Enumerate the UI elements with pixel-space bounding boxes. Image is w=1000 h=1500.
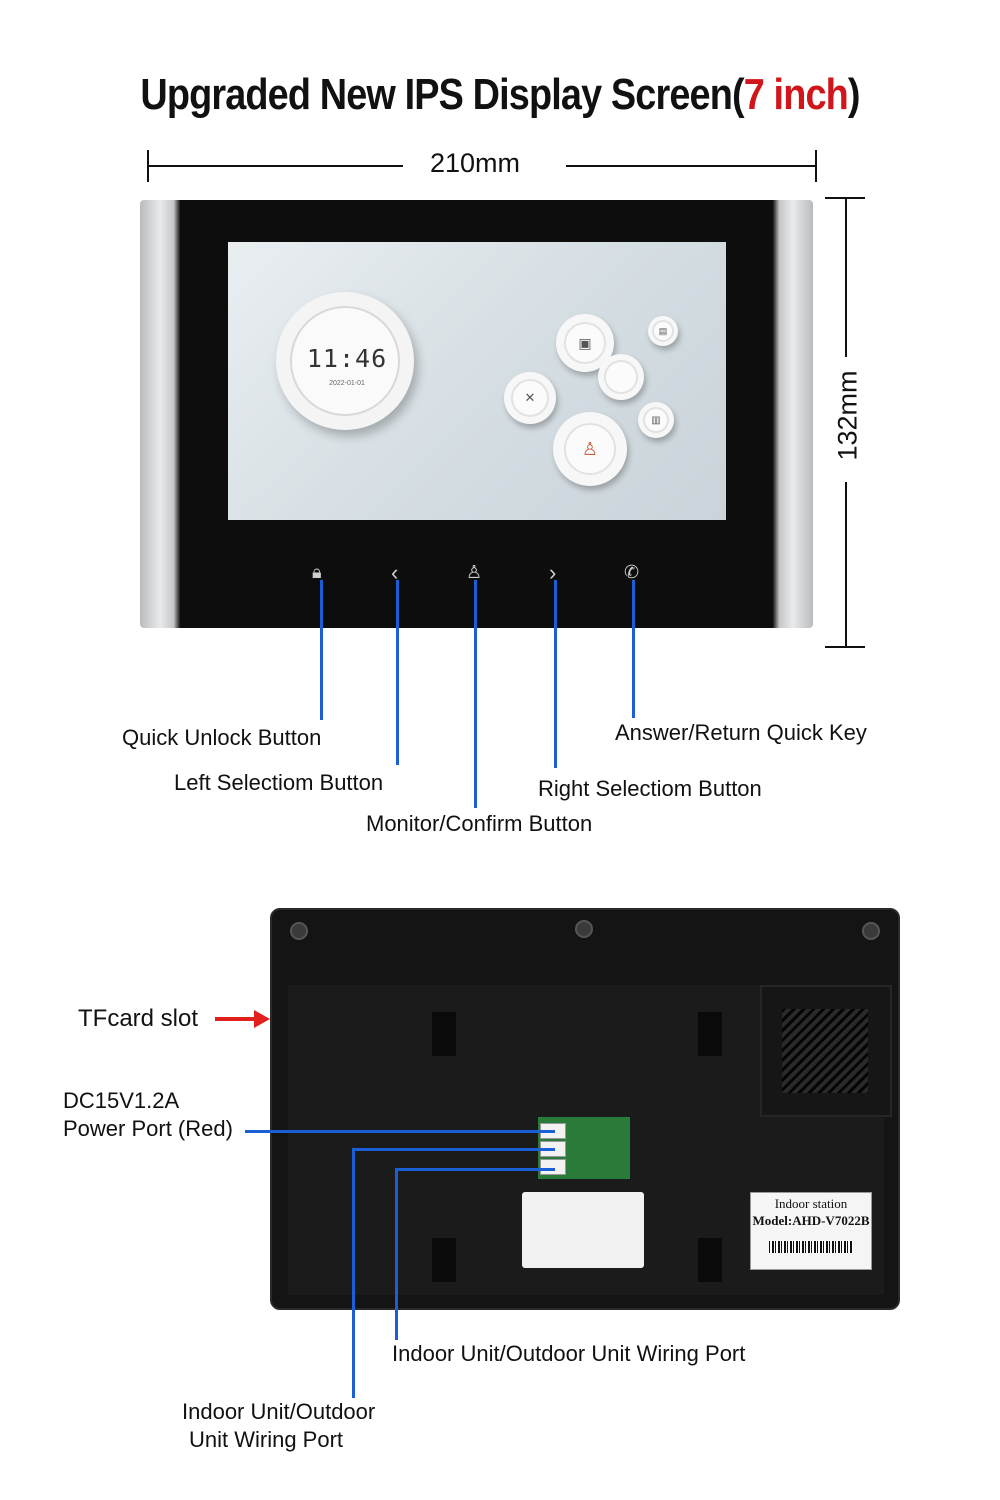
clock-widget: 11:46 2022-01-01 (276, 292, 414, 430)
leader-wiring-right-h (395, 1168, 555, 1171)
back-panel: Indoor station Model:AHD-V7022B (270, 908, 900, 1310)
dim-line-bottom (845, 482, 847, 647)
mount-pad (698, 1012, 722, 1056)
leader-monitor-confirm (474, 580, 477, 808)
leader-left-selection (396, 580, 399, 765)
label-wiring-port-left-2: Unit Wiring Port (189, 1427, 344, 1452)
chevron-right-icon[interactable]: › (549, 560, 557, 585)
lock-icon[interactable]: 🔒︎ (312, 562, 322, 582)
label-power-line2: Power Port (Red) (63, 1116, 233, 1141)
title-main: Upgraded New IPS Display Screen( (140, 70, 744, 119)
record-icon: ▤ (648, 316, 678, 346)
mute-icon: ✕ (504, 372, 556, 424)
page-title: Upgraded New IPS Display Screen(7 inch) (70, 70, 930, 120)
label-right-selection: Right Selectiom Button (538, 776, 762, 801)
label-left-selection: Left Selectiom Button (174, 770, 384, 795)
phone-icon[interactable]: ✆ (624, 562, 640, 582)
label-answer-return: Answer/Return Quick Key (615, 720, 867, 745)
mount-pad (698, 1238, 722, 1282)
dim-tick-bottom (825, 646, 865, 648)
clock-time: 11:46 (306, 344, 388, 373)
leader-right-selection (554, 580, 557, 768)
width-label: 210mm (430, 148, 521, 178)
monitor-user-icon[interactable]: ♙ (466, 562, 483, 582)
empty-bubble-icon (598, 354, 644, 400)
screw (575, 920, 593, 938)
dim-line-right (566, 165, 816, 167)
label-monitor-confirm: Monitor/Confirm Button (366, 811, 593, 836)
arrow-tf-card (215, 1017, 257, 1021)
dim-tick-right (815, 150, 817, 182)
arrow-head-icon (254, 1010, 270, 1028)
model-sticker: Indoor station Model:AHD-V7022B (750, 1192, 872, 1270)
intercom-icon: ▥ (638, 402, 674, 438)
leader-quick-unlock (320, 580, 323, 720)
blank-label (522, 1192, 644, 1268)
leader-power (245, 1130, 555, 1133)
height-label: 132mm (832, 370, 863, 461)
dim-line-left (147, 165, 403, 167)
screw (290, 922, 308, 940)
label-quick-unlock: Quick Unlock Button (122, 725, 322, 750)
leader-wiring-left-v (352, 1148, 355, 1398)
sticker-title: Indoor station (774, 1196, 848, 1211)
label-tf-card: TFcard slot (78, 1005, 199, 1032)
front-panel: 11:46 2022-01-01 ▣ ▤ ✕ ▥ ♙ 🔒︎ ‹ ♙ › ✆ (140, 200, 813, 628)
label-wiring-port-left-1: Indoor Unit/Outdoor (182, 1399, 376, 1424)
monitor-icon: ♙ (553, 412, 627, 486)
title-close: ) (847, 70, 861, 119)
mount-pad (432, 1012, 456, 1056)
leader-wiring-left-h (352, 1148, 555, 1151)
screw (862, 922, 880, 940)
chevron-left-icon[interactable]: ‹ (391, 560, 399, 585)
speaker-grill (760, 985, 892, 1117)
barcode (769, 1241, 853, 1253)
wiring-connector[interactable] (540, 1159, 566, 1175)
leader-wiring-right-v (395, 1168, 398, 1340)
dim-line-top (845, 197, 847, 357)
mount-pad (432, 1238, 456, 1282)
clock-date: 2022-01-01 (329, 380, 365, 387)
sticker-model: Model:AHD-V7022B (752, 1213, 870, 1228)
title-highlight: 7 inch (743, 70, 849, 119)
lcd-screen: 11:46 2022-01-01 ▣ ▤ ✕ ▥ ♙ (228, 242, 726, 520)
label-power-line1: DC15V1.2A (63, 1088, 180, 1113)
leader-answer-return (632, 580, 635, 718)
label-wiring-port-right: Indoor Unit/Outdoor Unit Wiring Port (392, 1341, 746, 1366)
